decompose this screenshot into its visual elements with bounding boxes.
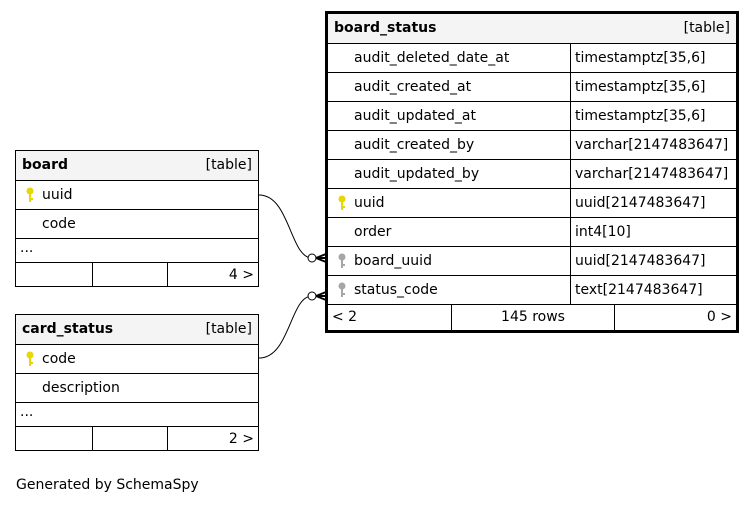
column-type: timestamptz[35,6]: [575, 108, 706, 124]
table-header: board [table]: [16, 151, 258, 181]
more-columns-row: ...: [16, 403, 258, 427]
table-card-status[interactable]: card_status [table] code description ...…: [15, 314, 259, 451]
column-name: status_code: [354, 282, 438, 298]
column-row[interactable]: uuid: [16, 181, 258, 210]
column-type: varchar[2147483647]: [575, 166, 729, 182]
foreign-key-icon: [338, 253, 346, 268]
edge-board-to-board-status: [258, 194, 313, 259]
column-row[interactable]: uuid uuid[2147483647]: [328, 189, 736, 218]
table-footer: < 2 145 rows 0 >: [328, 305, 736, 330]
column-type: uuid[2147483647]: [575, 195, 706, 211]
children-count[interactable]: 2 >: [228, 431, 254, 447]
column-row[interactable]: audit_created_at timestamptz[35,6]: [328, 73, 736, 102]
ellipsis: ...: [20, 404, 34, 420]
column-type: varchar[2147483647]: [575, 137, 729, 153]
edge-crowfoot-marker: [315, 253, 327, 263]
table-name[interactable]: board_status: [334, 20, 437, 36]
column-name: order: [354, 224, 392, 240]
edge-card-status-to-board-status: [258, 295, 313, 359]
column-row[interactable]: order int4[10]: [328, 218, 736, 247]
column-type: timestamptz[35,6]: [575, 79, 706, 95]
footer-segment: [93, 427, 168, 450]
children-count[interactable]: 0 >: [706, 309, 732, 325]
table-kind: [table]: [205, 157, 252, 173]
edge-optional-marker: [307, 253, 317, 263]
column-row[interactable]: audit_updated_by varchar[2147483647]: [328, 160, 736, 189]
primary-key-icon: [338, 195, 346, 210]
column-row[interactable]: code: [16, 345, 258, 374]
column-name: audit_created_by: [354, 137, 475, 153]
column-name: uuid: [354, 195, 385, 211]
ellipsis: ...: [20, 240, 34, 256]
table-board-status[interactable]: board_status [table] audit_deleted_date_…: [325, 11, 739, 333]
column-type: text[2147483647]: [575, 282, 703, 298]
edge-optional-marker: [307, 291, 317, 301]
table-kind: [table]: [683, 20, 730, 36]
column-type: timestamptz[35,6]: [575, 50, 706, 66]
row-count: 145 rows: [501, 309, 565, 325]
primary-key-icon: [26, 351, 34, 366]
column-row[interactable]: audit_created_by varchar[2147483647]: [328, 131, 736, 160]
children-count[interactable]: 4 >: [228, 267, 254, 283]
footer-segment: < 2: [328, 305, 452, 330]
column-type: int4[10]: [575, 224, 631, 240]
table-board[interactable]: board [table] uuid code ... 4 >: [15, 150, 259, 287]
primary-key-icon: [26, 187, 34, 202]
column-type: uuid[2147483647]: [575, 253, 706, 269]
column-name: uuid: [42, 187, 73, 203]
footer-segment: 145 rows: [452, 305, 615, 330]
column-name: audit_created_at: [354, 79, 472, 95]
footer-segment: [93, 263, 168, 286]
more-columns-row: ...: [16, 239, 258, 263]
table-name[interactable]: board: [22, 157, 69, 173]
column-row[interactable]: audit_deleted_date_at timestamptz[35,6]: [328, 44, 736, 73]
table-header: card_status [table]: [16, 315, 258, 345]
column-name: code: [42, 351, 76, 367]
edge-crowfoot-marker: [315, 291, 327, 301]
column-name: audit_deleted_date_at: [354, 50, 510, 66]
generated-by-label: Generated by SchemaSpy: [16, 477, 199, 493]
column-name: code: [42, 216, 76, 232]
table-footer: 4 >: [16, 263, 258, 286]
table-footer: 2 >: [16, 427, 258, 450]
footer-segment: [16, 263, 93, 286]
parents-count[interactable]: < 2: [332, 309, 358, 325]
column-name: audit_updated_by: [354, 166, 480, 182]
column-row[interactable]: description: [16, 374, 258, 403]
column-name: description: [42, 380, 120, 396]
table-kind: [table]: [205, 321, 252, 337]
footer-segment: [16, 427, 93, 450]
column-name: board_uuid: [354, 253, 432, 269]
foreign-key-icon: [338, 282, 346, 297]
column-row[interactable]: board_uuid uuid[2147483647]: [328, 247, 736, 276]
column-row[interactable]: code: [16, 210, 258, 239]
table-header: board_status [table]: [328, 14, 736, 44]
column-row[interactable]: audit_updated_at timestamptz[35,6]: [328, 102, 736, 131]
column-row[interactable]: status_code text[2147483647]: [328, 276, 736, 305]
table-name[interactable]: card_status: [22, 321, 114, 337]
column-name: audit_updated_at: [354, 108, 477, 124]
